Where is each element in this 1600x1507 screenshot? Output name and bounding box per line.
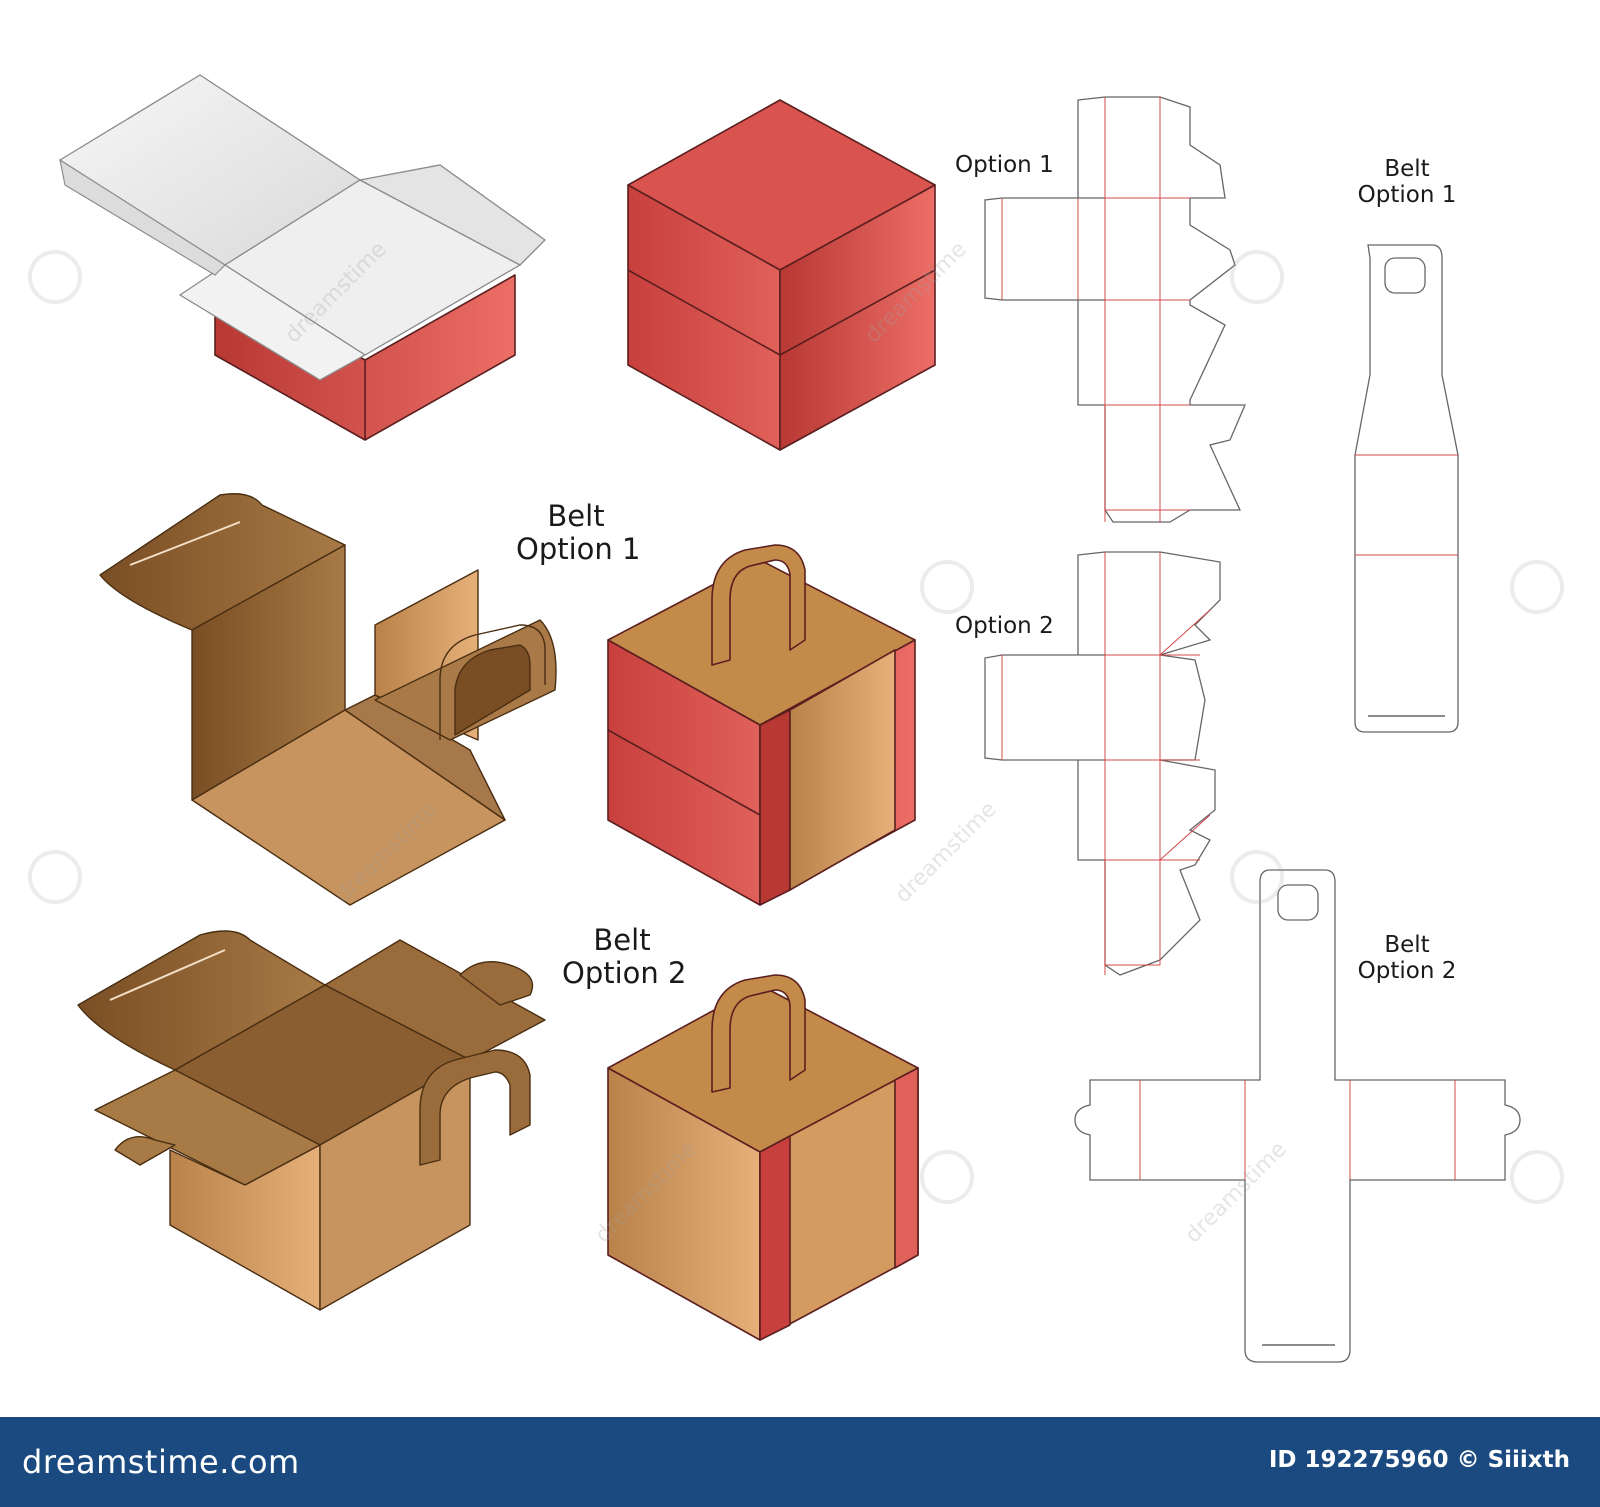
- footer-image-id: ID 192275960 © Siiixth: [1268, 1447, 1570, 1473]
- red-box-with-belt: [607, 544, 916, 906]
- label-line: Option 1: [516, 532, 641, 567]
- label-belt-option-2-right: Belt Option 2: [1352, 932, 1462, 985]
- belt-strip-option-1: [1354, 244, 1459, 733]
- label-belt-option-1-center: Belt Option 1: [516, 499, 641, 567]
- footer-brand[interactable]: dreamstime.com: [22, 1443, 300, 1481]
- watermark-spiral: [920, 560, 974, 614]
- watermark-spiral: [28, 850, 82, 904]
- label-line: Belt: [593, 923, 651, 957]
- watermark-spiral: [1230, 850, 1284, 904]
- label-option-2: Option 2: [955, 613, 1054, 639]
- label-option-1: Option 1: [955, 152, 1054, 178]
- open-tuck-box: [58, 74, 547, 441]
- watermark-spiral: [1230, 250, 1284, 304]
- closed-red-box: [627, 99, 936, 451]
- dieline-option-1: [984, 96, 1246, 523]
- label-line: Belt: [1384, 156, 1430, 182]
- watermark-spiral: [1510, 1150, 1564, 1204]
- kraft-open-belt-box-1: [99, 493, 557, 906]
- belt-cross-dieline-option-2: [1074, 869, 1521, 1363]
- label-line: Option 2: [562, 956, 687, 991]
- kraft-open-belt-box-2: [77, 930, 546, 1311]
- label-line: Belt: [1384, 932, 1430, 958]
- label-line: Option 2: [1357, 958, 1457, 985]
- watermark-spiral: [1510, 560, 1564, 614]
- label-line: Option 1: [1357, 182, 1457, 209]
- dieline-option-2: [984, 551, 1221, 976]
- footer-bar: dreamstime.com ID 192275960 © Siiixth: [0, 1417, 1600, 1507]
- label-belt-option-2-center: Belt Option 2: [562, 923, 687, 991]
- kraft-box-with-belt: [607, 974, 919, 1341]
- label-belt-option-1-right: Belt Option 1: [1352, 156, 1462, 209]
- watermark-spiral: [920, 1150, 974, 1204]
- illustration-canvas: [58, 74, 1521, 1363]
- watermark-spiral: [28, 250, 82, 304]
- label-line: Belt: [547, 499, 605, 533]
